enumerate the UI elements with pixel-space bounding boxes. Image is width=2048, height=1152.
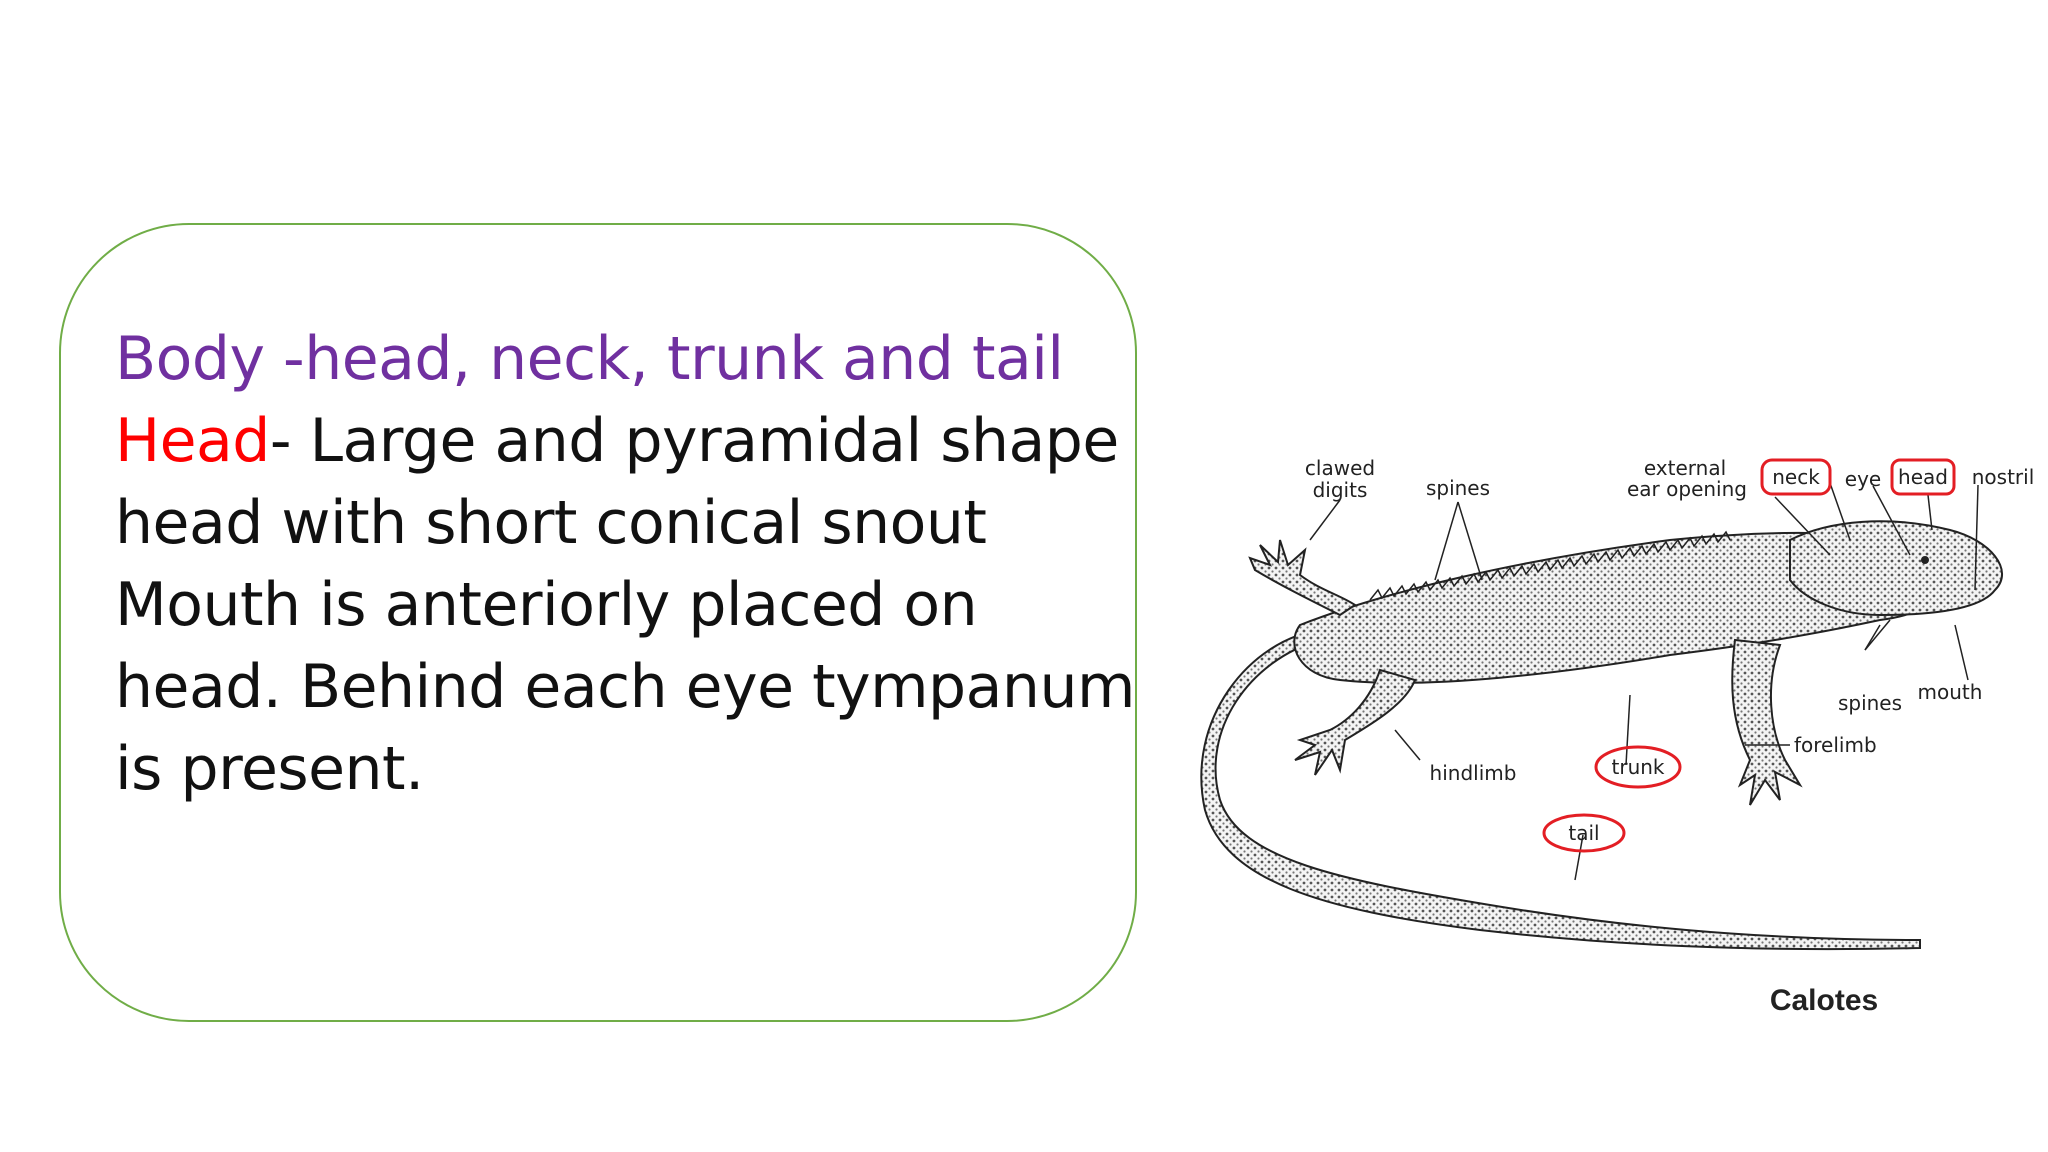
tail-shape — [1200, 628, 1921, 951]
leader-lines — [1309, 482, 1979, 881]
eye-dot — [1921, 556, 1929, 564]
label-digits: digits — [1313, 478, 1368, 502]
text-line-5: head. Behind each eye tympanum — [115, 652, 1135, 722]
head-shape — [1789, 520, 2003, 617]
label-tail: tail — [1568, 821, 1599, 845]
text-line-4: Mouth is anteriorly placed on — [115, 570, 978, 640]
label-highlights — [1542, 458, 1956, 853]
text-line-6: is present. — [115, 734, 424, 804]
head-line-rest: - Large and pyramidal shape — [269, 406, 1119, 476]
text-box — [59, 223, 1137, 1022]
label-clawed: clawed — [1305, 456, 1375, 480]
diagram-caption: Calotes — [1770, 984, 1878, 1017]
label-forelimb: forelimb — [1794, 733, 1877, 757]
label-neck: neck — [1772, 465, 1820, 489]
label-nostril: nostril — [1972, 465, 2035, 489]
dorsal-spines — [1369, 530, 1731, 601]
label-external: external — [1644, 456, 1726, 480]
raised-limb — [1248, 539, 1357, 617]
label-trunk: trunk — [1612, 755, 1665, 779]
heading-line: Body -head, neck, trunk and tail — [115, 324, 1064, 394]
hindlimb-shape — [1294, 668, 1417, 776]
text-line-3: head with short conical snout — [115, 488, 987, 558]
head-keyword: Head — [115, 406, 270, 476]
forelimb-shape — [1731, 638, 1803, 806]
calotes-diagram: clawed digits spines external ear openin… — [1190, 440, 2048, 1060]
label-mouth: mouth — [1918, 680, 1983, 704]
label-ear-opening: ear opening — [1627, 477, 1747, 501]
body-text: Body -head, neck, trunk and tail Head- L… — [115, 318, 1135, 810]
label-spines-top: spines — [1426, 476, 1490, 500]
label-spines-bottom: spines — [1838, 691, 1902, 715]
label-head: head — [1898, 465, 1948, 489]
lizard-illustration: clawed digits spines external ear openin… — [1200, 456, 2035, 1017]
label-hindlimb: hindlimb — [1430, 761, 1517, 785]
head-line: Head- Large and pyramidal shape — [115, 400, 1119, 482]
label-eye: eye — [1845, 467, 1881, 491]
